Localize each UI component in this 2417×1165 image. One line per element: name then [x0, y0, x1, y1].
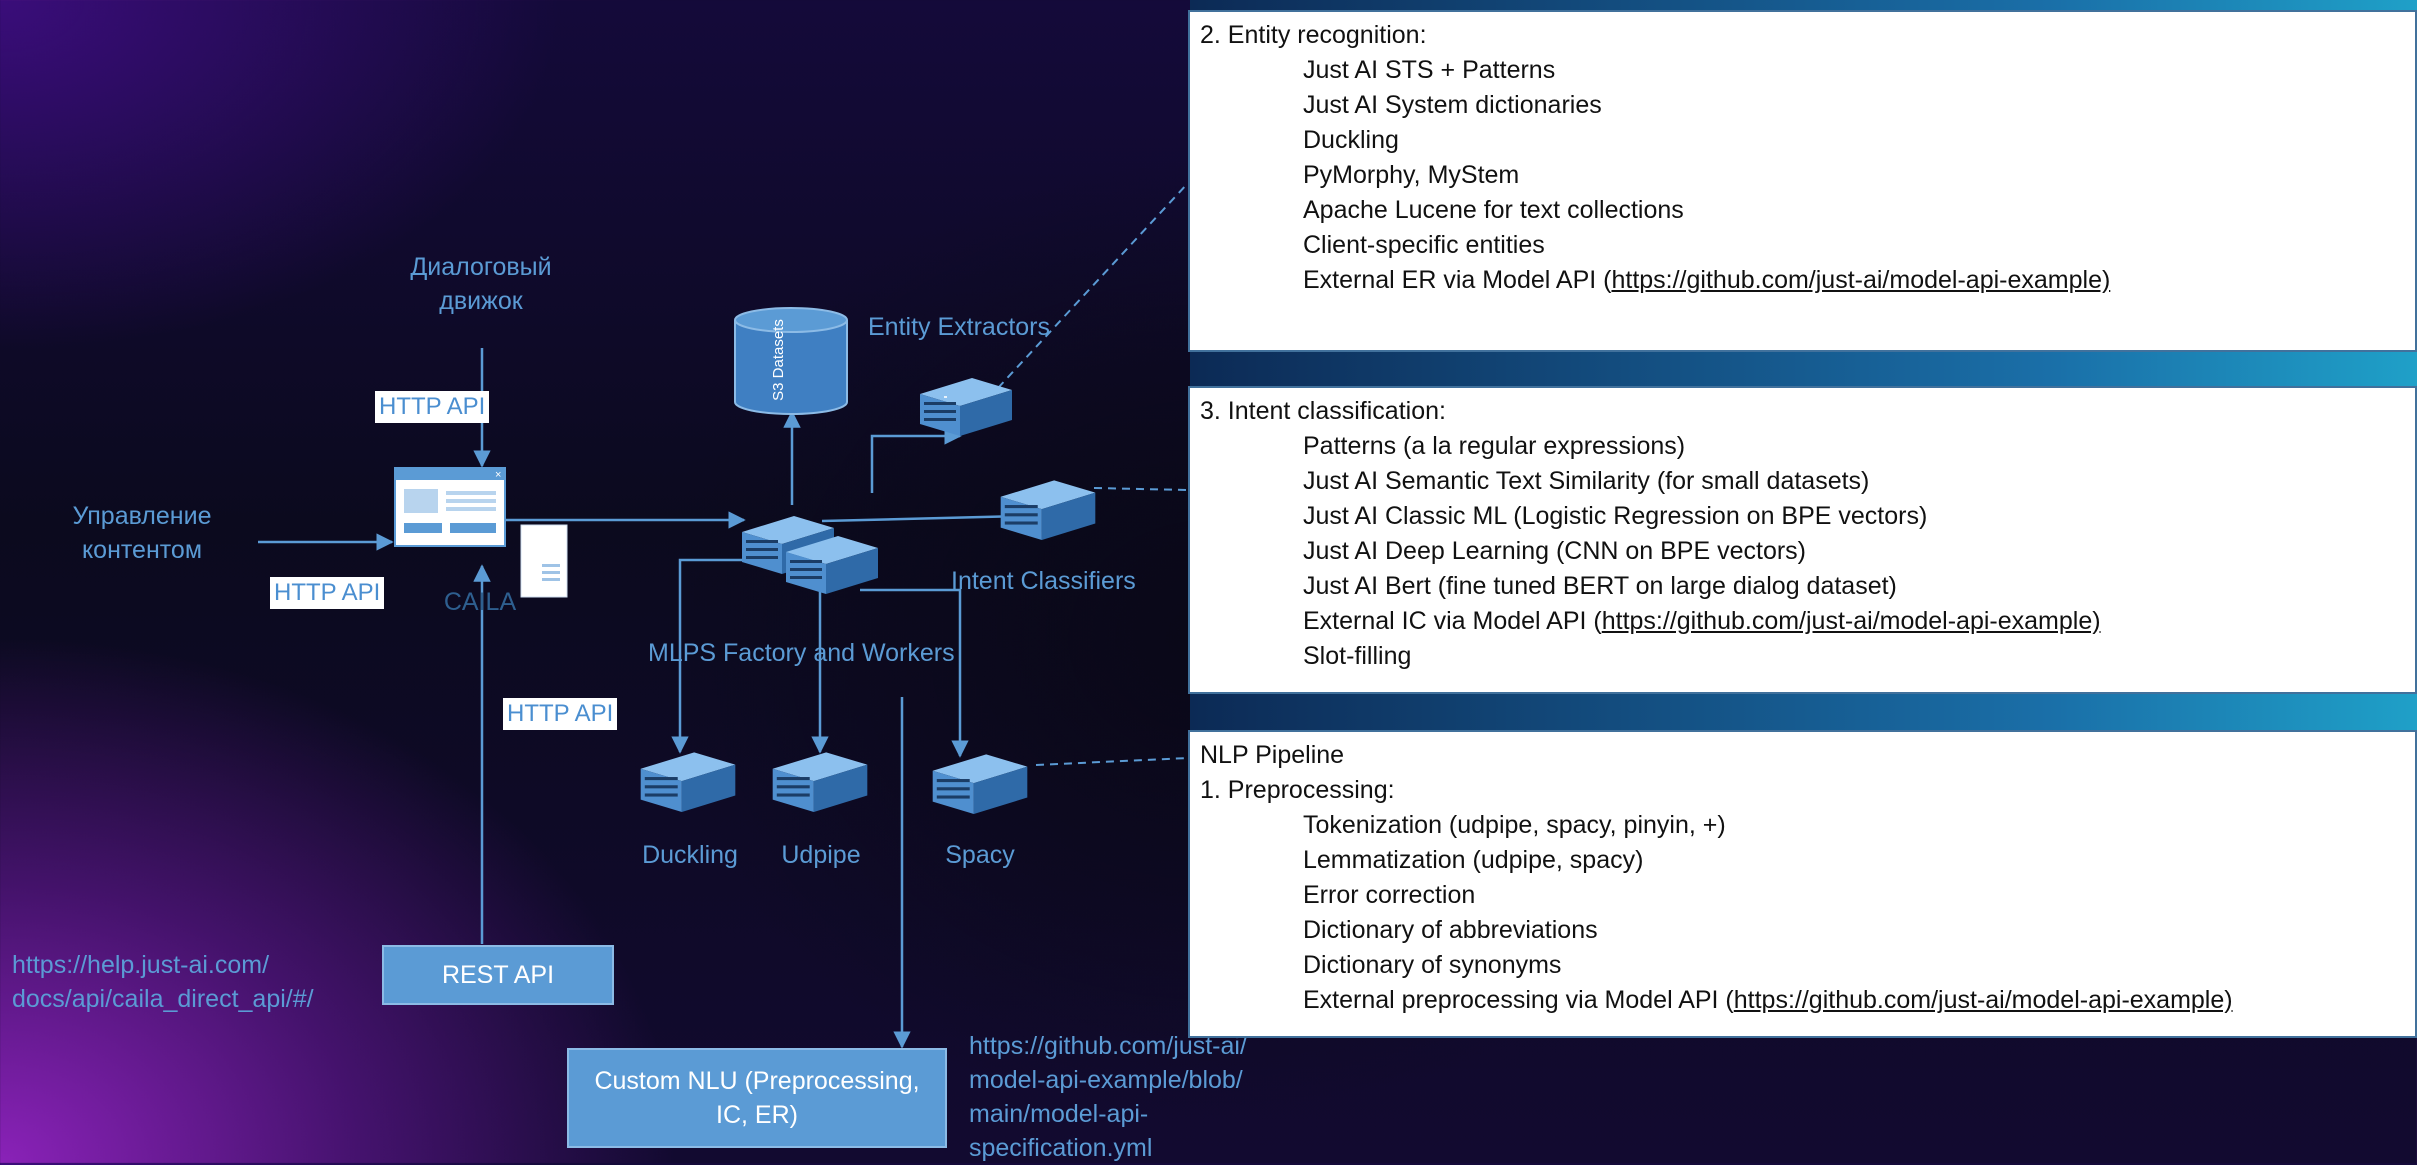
server-rack-icon: [772, 740, 868, 817]
server-rack-icon: [640, 740, 736, 817]
intent-item: Just AI Semantic Text Similarity (for sm…: [1303, 467, 1870, 495]
pipeline-model-api-link[interactable]: https://github.com/just-ai/model-api-exa…: [1733, 986, 2233, 1014]
header-bar-3: [1190, 694, 2417, 730]
intent-item: Slot-filling: [1303, 642, 1412, 670]
entity-item: PyMorphy, MyStem: [1303, 161, 1520, 189]
intent-model-api-link[interactable]: https://github.com/just-ai/model-api-exa…: [1601, 607, 2101, 635]
entity-box-title: 2. Entity recognition:: [1200, 21, 1427, 49]
intent-item: Just AI Deep Learning (CNN on BPE vector…: [1303, 537, 1807, 565]
custom-nlu-button[interactable]: Custom NLU (Preprocessing, IC, ER): [567, 1048, 947, 1148]
spec-url-link[interactable]: https://github.com/just-ai/ model-api-ex…: [969, 1032, 1247, 1162]
pipeline-box-subtitle: 1. Preprocessing:: [1200, 776, 1395, 804]
dialog-engine-label: Диалоговый движок: [410, 253, 552, 315]
svg-text:×: ×: [495, 469, 501, 481]
http-api-badge-bottom: HTTP API: [503, 698, 618, 730]
pipeline-item-prefix: External preprocessing via Model API (: [1303, 986, 1734, 1014]
entity-item: Just AI System dictionaries: [1303, 91, 1602, 119]
pipeline-box-title: NLP Pipeline: [1200, 741, 1345, 769]
content-management-label: Управление контентом: [72, 502, 212, 564]
header-bar-1: [1190, 0, 2417, 10]
intent-classification-box: 3. Intent classification: Patterns (a la…: [1188, 386, 2417, 694]
entity-item: Just AI STS + Patterns: [1303, 56, 1556, 84]
entity-item-prefix: External ER via Model API (: [1303, 266, 1612, 294]
entity-item-model-api: External ER via Model API (https://githu…: [1200, 263, 2405, 298]
intent-box-title: 3. Intent classification:: [1200, 397, 1446, 425]
duckling-label: Duckling: [642, 841, 738, 869]
server-rack-icon: [920, 366, 1012, 441]
entity-item: Apache Lucene for text collections: [1303, 196, 1684, 224]
spacy-label: Spacy: [945, 841, 1015, 869]
datasets-label: S3 Datasets: [770, 319, 787, 401]
http-api-badge-left: HTTP API: [270, 577, 385, 609]
help-url-link[interactable]: https://help.just-ai.com/ docs/api/caila…: [12, 951, 314, 1013]
database-cylinder-icon: [733, 306, 849, 416]
pipeline-item: Dictionary of synonyms: [1303, 951, 1562, 979]
entity-extractors-label: Entity Extractors: [868, 313, 1050, 341]
caila-label: CAILA: [443, 588, 517, 616]
server-rack-icon: [932, 742, 1028, 819]
document-icon: [520, 524, 568, 598]
intent-item-model-api: External IC via Model API (https://githu…: [1200, 604, 2405, 639]
intent-classifiers-label: Intent Classifiers: [951, 567, 1136, 595]
server-rack-icon: [1000, 468, 1096, 545]
pipeline-item: Dictionary of abbreviations: [1303, 916, 1598, 944]
pipeline-item: Lemmatization (udpipe, spacy): [1303, 846, 1644, 874]
udpipe-label: Udpipe: [781, 841, 861, 869]
server-rack-icon: [786, 524, 878, 599]
http-api-badge-top: HTTP API: [375, 391, 490, 423]
entity-model-api-link[interactable]: https://github.com/just-ai/model-api-exa…: [1611, 266, 2111, 294]
intent-item: Just AI Bert (fine tuned BERT on large d…: [1303, 572, 1897, 600]
pipeline-item-model-api: External preprocessing via Model API (ht…: [1200, 983, 2405, 1018]
app-window-icon: ×: [394, 467, 506, 547]
pipeline-item: Error correction: [1303, 881, 1476, 909]
intent-item-prefix: External IC via Model API (: [1303, 607, 1602, 635]
entity-recognition-box: 2. Entity recognition: Just AI STS + Pat…: [1188, 10, 2417, 352]
pipeline-item: Tokenization (udpipe, spacy, pinyin, +): [1303, 811, 1726, 839]
rest-api-button[interactable]: REST API: [382, 945, 614, 1005]
entity-item: Client-specific entities: [1303, 231, 1545, 259]
intent-item: Patterns (a la regular expressions): [1303, 432, 1686, 460]
intent-item: Just AI Classic ML (Logistic Regression …: [1303, 502, 1928, 530]
entity-item: Duckling: [1303, 126, 1399, 154]
nlp-pipeline-box: NLP Pipeline 1. Preprocessing: Tokenizat…: [1188, 730, 2417, 1038]
mlps-label: MLPS Factory and Workers: [648, 639, 955, 667]
header-bar-2: [1190, 350, 2417, 386]
